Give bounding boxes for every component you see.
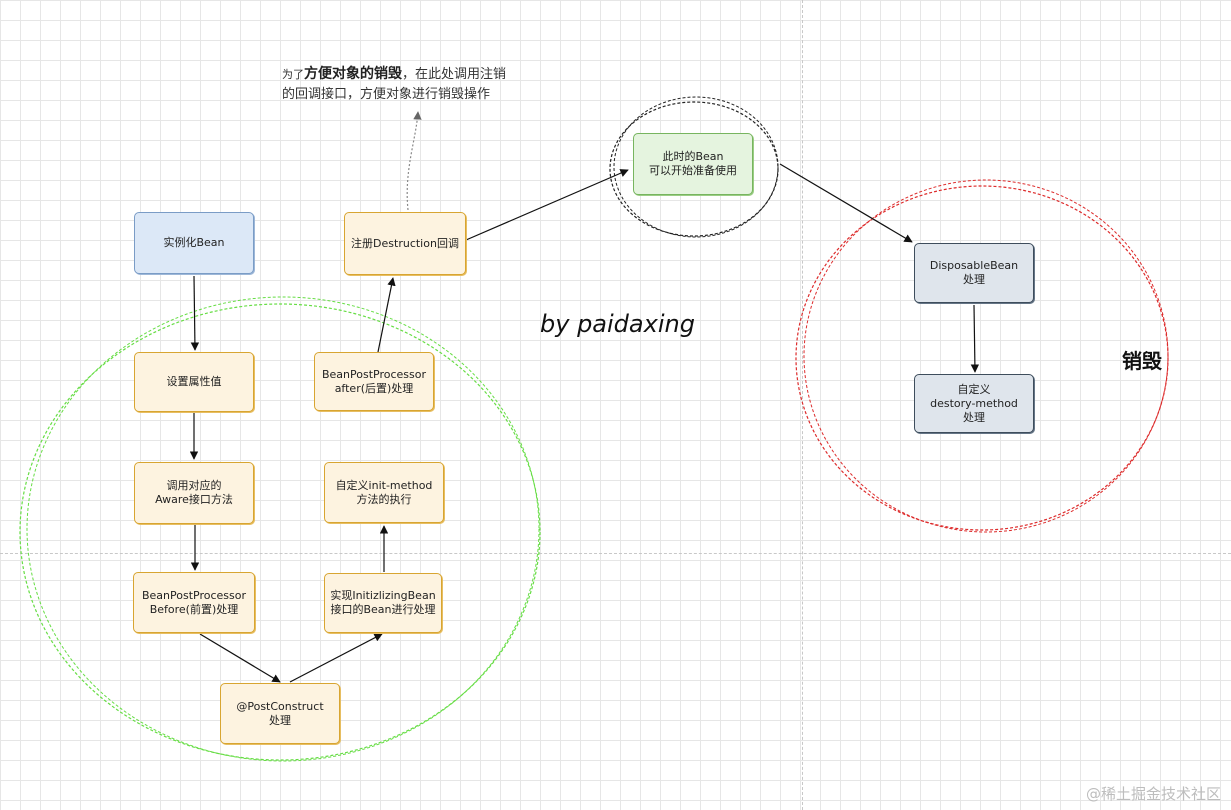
- arrow-register-to-ready: [465, 169, 629, 241]
- init-method-node: 自定义init-method 方法的执行: [324, 462, 444, 523]
- arrow-ready-to-disposable: [779, 163, 913, 243]
- aware-methods-node: 调用对应的 Aware接口方法: [134, 462, 254, 524]
- destruction-callback-note: 为了方便对象的销毁，在此处调用注销 的回调接口，方便对象进行销毁操作: [282, 64, 582, 105]
- arrow-register-to-note: [406, 111, 422, 211]
- arrow-bpp-after-to-register: [377, 277, 396, 353]
- bpp-after-node: BeanPostProcessor after(后置)处理: [314, 352, 434, 411]
- arrow-postconstruct-to-initializing: [289, 633, 383, 683]
- ready-circle: [609, 96, 779, 238]
- bpp-before-node: BeanPostProcessor Before(前置)处理: [133, 572, 255, 633]
- watermark: @稀土掘金技术社区: [1085, 785, 1221, 803]
- instantiate-bean-node: 实例化Bean: [134, 212, 254, 274]
- initializing-bean-node: 实现InitizlizingBean 接口的Bean进行处理: [324, 573, 442, 633]
- init-phase-circle: [19, 296, 541, 762]
- register-destruction-node: 注册Destruction回调: [344, 212, 466, 275]
- canvas-guide-horizontal: [0, 553, 1231, 554]
- note-line1-suffix: ，在此处调用注销: [402, 67, 507, 82]
- arrow-disposable-to-destroy-method: [970, 304, 980, 373]
- bean-ready-node: 此时的Bean 可以开始准备使用: [633, 133, 753, 195]
- destroy-phase-circle: [795, 179, 1169, 533]
- destroy-method-node: 自定义 destory-method 处理: [914, 374, 1034, 433]
- canvas-guide-vertical: [802, 0, 803, 810]
- set-properties-node: 设置属性值: [134, 352, 254, 412]
- arrow-bpp-before-to-postconstruct: [199, 633, 281, 683]
- post-construct-node: @PostConstruct 处理: [220, 683, 340, 744]
- arrow-instantiate-to-properties: [190, 275, 200, 351]
- author-signature: by paidaxing: [540, 310, 695, 338]
- note-line-2: 的回调接口，方便对象进行销毁操作: [282, 87, 491, 102]
- note-line-1: 为了方便对象的销毁，在此处调用注销: [282, 64, 582, 85]
- disposable-bean-node: DisposableBean 处理: [914, 243, 1034, 303]
- destroy-phase-label: 销毁: [1122, 349, 1162, 373]
- note-emphasis: 方便对象的销毁: [304, 66, 402, 82]
- note-prefix: 为了: [282, 68, 304, 81]
